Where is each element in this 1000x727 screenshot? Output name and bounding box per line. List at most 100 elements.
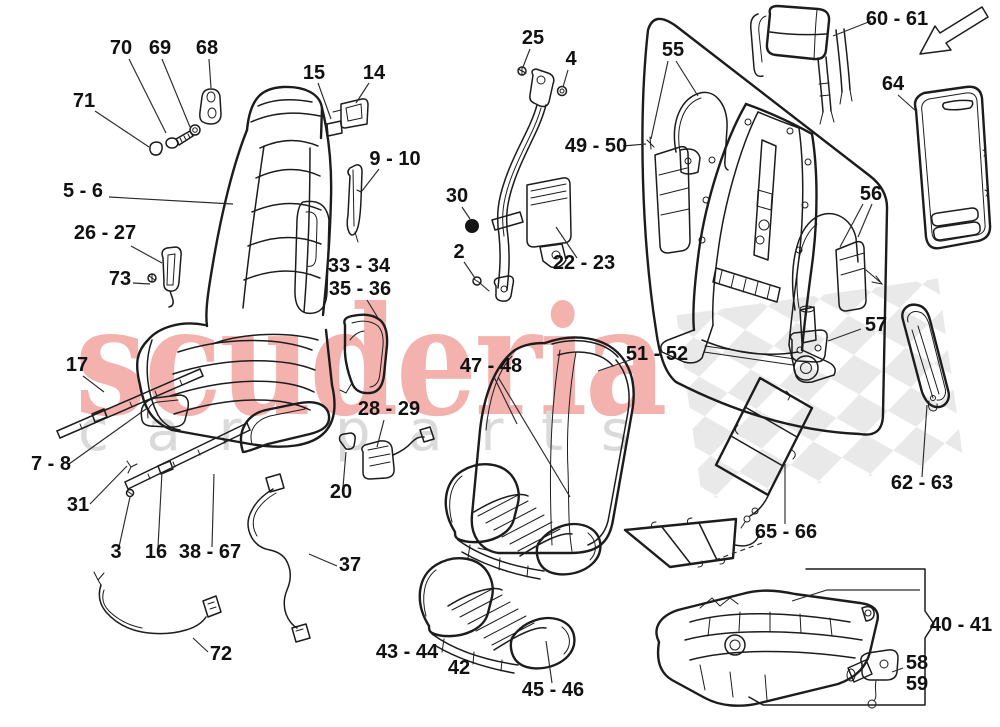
watermark: scuderia car parts [75, 274, 964, 500]
line-art [56, 4, 992, 709]
leader-line [82, 375, 105, 393]
screw-3 [125, 488, 135, 498]
bracket-40-41 [748, 568, 935, 706]
leader-line [132, 282, 151, 285]
leader-line [161, 58, 191, 128]
screw-2 [472, 276, 490, 292]
cap-30 [465, 219, 479, 233]
direction-arrow-icon [919, 6, 989, 55]
leader-line [94, 110, 150, 148]
main-seat [135, 85, 336, 454]
callout-71: 71 [73, 90, 95, 112]
watermark-checkered-flag [676, 278, 964, 500]
callout-7-8: 7 - 8 [31, 453, 71, 475]
leader-line [839, 203, 864, 248]
callout-2: 2 [453, 241, 464, 263]
bolster-panel-62-63 [901, 303, 950, 412]
callout-65-66: 65 - 66 [755, 521, 817, 543]
callout-9-10: 9 - 10 [369, 148, 420, 170]
leader-line [497, 376, 571, 498]
heater-pad-cushion [623, 517, 760, 569]
headrest-60-61 [750, 4, 853, 125]
leader-line [832, 20, 872, 37]
callout-57: 57 [865, 314, 887, 336]
callout-59: 59 [906, 673, 928, 695]
leader-line [108, 196, 234, 205]
leader-line [827, 328, 862, 342]
strip-9-10 [346, 164, 363, 243]
leader-line [493, 376, 518, 425]
backdrop-panel-outline [641, 17, 889, 436]
callout-28-29: 28 - 29 [358, 398, 420, 420]
latch-58-59 [846, 649, 899, 709]
leader-line [562, 69, 569, 88]
callout-68: 68 [196, 37, 218, 59]
guide-sleeve-68 [199, 88, 222, 125]
callout-58: 58 [906, 652, 928, 674]
callout-22-23: 22 - 23 [553, 252, 615, 274]
screw-31 [126, 460, 138, 474]
seat-rails [56, 368, 251, 498]
cable-37 [247, 473, 311, 643]
bolt-70 [165, 130, 194, 149]
callout-70: 70 [110, 37, 132, 59]
callout-25: 25 [522, 27, 544, 49]
tensioner-56 [791, 212, 884, 312]
seat-foam-45-46 [418, 557, 576, 675]
leader-line [897, 94, 918, 113]
leader-line [921, 404, 928, 478]
callout-40-41: 40 - 41 [930, 614, 992, 636]
leader-line [891, 667, 904, 673]
leader-line [675, 60, 699, 97]
leader-line [157, 471, 163, 548]
rail-16 [124, 422, 251, 490]
nut-4 [556, 85, 568, 97]
bracket-14 [340, 98, 369, 129]
module-28-29 [338, 426, 435, 480]
leader-line [545, 640, 553, 684]
seat-pan-40-41 [655, 568, 935, 707]
callout-14: 14 [363, 62, 386, 84]
harness-72 [93, 571, 222, 635]
seat-side-trim [239, 401, 331, 454]
airbag-module-49-50 [654, 145, 701, 254]
headrest-guide-hardware [149, 88, 222, 156]
belt-guide-26-27 [147, 246, 182, 308]
callout-55: 55 [662, 39, 684, 61]
heater-pad-backrest [714, 376, 814, 529]
callout-43-44: 43 - 44 [376, 641, 439, 663]
leader-line [555, 226, 578, 259]
callout-5-6: 5 - 6 [63, 180, 103, 202]
cap-15 [326, 120, 343, 137]
callout-45-46: 45 - 46 [522, 679, 584, 701]
leader-line [597, 358, 634, 372]
lumbar-wire-55 [646, 91, 729, 171]
callout-30: 30 [446, 185, 468, 207]
callout-20: 20 [330, 481, 352, 503]
leader-line [522, 48, 531, 68]
leader-line [857, 203, 873, 238]
leader-line [650, 60, 669, 140]
leader-line [89, 465, 128, 505]
callout-3: 3 [110, 541, 121, 563]
back-panel-64 [913, 85, 992, 250]
callout-26-27: 26 - 27 [74, 222, 136, 244]
leader-line [317, 82, 332, 120]
callout-33-34: 33 - 34 [328, 255, 391, 277]
leader-line [342, 451, 347, 488]
seatbelt-assembly-22-23 [465, 66, 572, 302]
leader-line [192, 637, 209, 653]
leader-line [355, 82, 370, 104]
belt-retractor [526, 177, 572, 269]
leader-line [366, 299, 379, 319]
screw-73 [147, 273, 157, 283]
trim-parts [326, 98, 369, 243]
callout-60-61: 60 - 61 [866, 8, 928, 30]
callout-17: 17 [66, 354, 88, 376]
callout-38-67: 38 - 67 [179, 541, 241, 563]
callout-47-48: 47 - 48 [460, 355, 522, 377]
backrest-frame [660, 102, 836, 384]
callout-16: 16 [145, 541, 167, 563]
